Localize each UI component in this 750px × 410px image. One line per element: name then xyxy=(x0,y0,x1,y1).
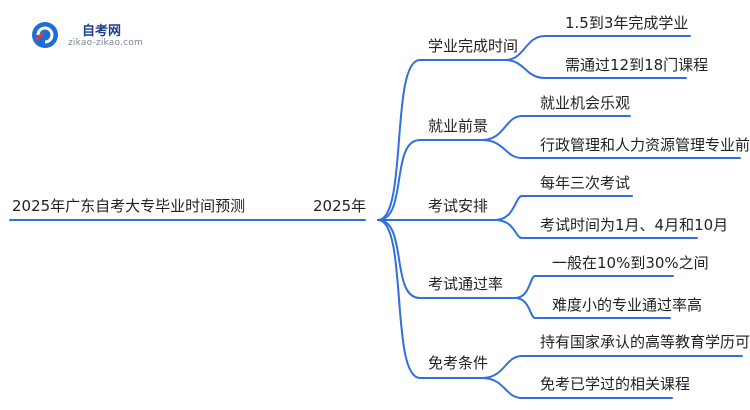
leaf-connector xyxy=(514,297,671,319)
leaf-label: 考试时间为1月、4月和10月 xyxy=(540,216,729,234)
site-logo[interactable]: 自考网 zikao-zikao.com xyxy=(30,18,160,52)
leaf-label: 难度小的专业通过率高 xyxy=(552,296,703,314)
branch-connector xyxy=(377,59,506,221)
center-node-label: 2025年 xyxy=(313,197,367,215)
leaf-connector xyxy=(481,377,673,399)
leaf-label: 需通过12到18门课程 xyxy=(565,56,709,74)
leaf-connector xyxy=(494,195,633,221)
leaf-connector xyxy=(504,35,691,61)
root-node-label: 2025年广东自考大专毕业时间预测 xyxy=(12,197,246,215)
leaf-connector xyxy=(481,355,743,379)
logo-badge-icon xyxy=(32,22,58,48)
branch-connector xyxy=(377,219,483,379)
logo-subtitle: zikao-zikao.com xyxy=(68,38,143,48)
branch-label-study-time: 学业完成时间 xyxy=(428,37,519,55)
leaf-label: 行政管理和人力资源管理专业前景好 xyxy=(540,136,750,154)
branch-connector xyxy=(377,139,483,221)
leaf-label: 免考已学过的相关课程 xyxy=(540,375,691,393)
branch-label-exam-schedule: 考试安排 xyxy=(428,197,489,215)
leaf-connector xyxy=(504,59,687,79)
leaf-label: 就业机会乐观 xyxy=(540,94,631,112)
branch-label-employment: 就业前景 xyxy=(428,117,489,135)
branch-label-exemption: 免考条件 xyxy=(428,354,489,372)
leaf-label: 每年三次考试 xyxy=(540,174,631,192)
leaf-connector xyxy=(494,219,698,239)
leaf-label: 1.5到3年完成学业 xyxy=(565,14,689,32)
leaf-connector xyxy=(481,139,741,159)
leaf-label: 一般在10%到30%之间 xyxy=(552,254,709,272)
leaf-connector xyxy=(481,115,631,141)
branch-connector xyxy=(377,219,516,299)
leaf-connector xyxy=(514,275,674,299)
logo-title: 自考网 xyxy=(82,24,122,39)
branch-label-pass-rate: 考试通过率 xyxy=(428,275,504,293)
